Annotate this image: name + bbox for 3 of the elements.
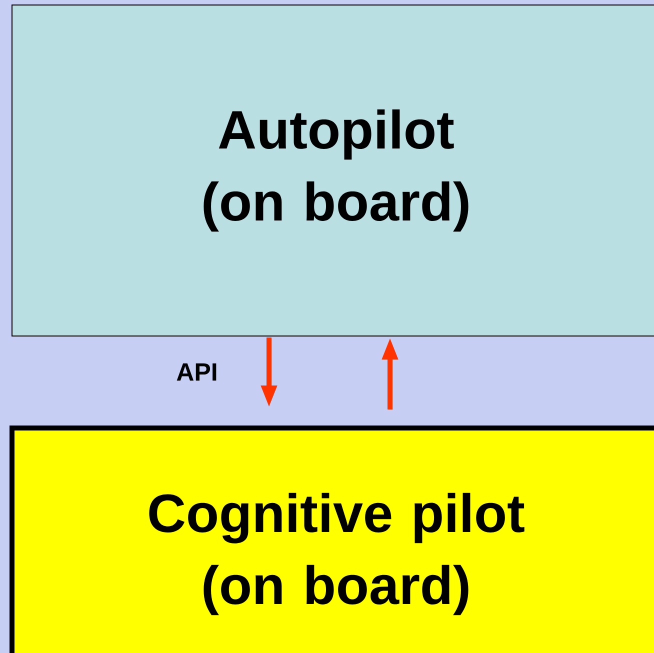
process-box: Cognitive pilot (on board) (10, 425, 654, 653)
process-box: Autopilot (on board) (12, 4, 654, 336)
edge-label: API (176, 363, 216, 381)
